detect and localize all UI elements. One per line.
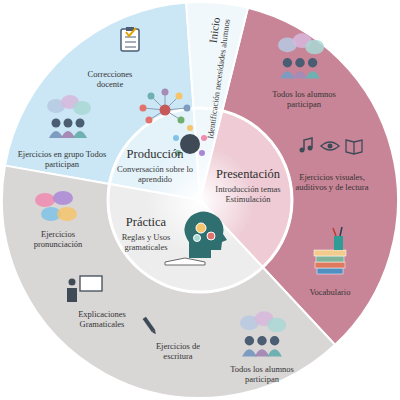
- people-icon: [52, 119, 61, 128]
- stage-quadrant: PrácticaReglas y Usos gramaticales: [106, 216, 186, 252]
- head-gears-icon: [165, 258, 205, 265]
- stage-quadrant: ProducciónConversación sobre lo aprendid…: [116, 148, 194, 184]
- stage-description: Conversación sobre lo aprendido: [116, 165, 194, 185]
- people-icon: [280, 71, 295, 78]
- media-icons: [321, 142, 339, 150]
- pencil-icon: [152, 330, 158, 336]
- head-gears-icon: [194, 235, 201, 242]
- people-icon: [245, 336, 254, 345]
- books-icon: [317, 268, 343, 274]
- activity-label: Ejercicios en grupo Todos participan: [12, 150, 112, 170]
- activity-label: Correcciones docente: [79, 70, 141, 90]
- head-gears-icon: [184, 211, 227, 258]
- head-gears-icon: [199, 150, 205, 156]
- network-icon: [162, 89, 169, 96]
- clipboard-icon: [125, 42, 136, 43]
- pencil-icon: [143, 317, 155, 332]
- pencil-icon: [143, 317, 158, 336]
- people-icon: [267, 349, 282, 356]
- books-icon: [314, 250, 346, 256]
- network-icon: [178, 117, 185, 124]
- people-icon: [73, 101, 91, 115]
- teacher-board-icon: [67, 288, 77, 302]
- books-icon: [333, 228, 336, 236]
- people-icon: [305, 71, 320, 78]
- people-icon: [73, 131, 87, 138]
- clipboard-icon: [121, 27, 139, 51]
- speech-bubbles: [35, 193, 55, 207]
- network-icon: [140, 89, 191, 124]
- media-icons: [304, 138, 312, 150]
- teacher-board-icon: [80, 276, 102, 291]
- head-gears-icon: [196, 223, 206, 233]
- activity-label: Vocabulario: [295, 288, 365, 298]
- activity-label: Todos los alumnos participan: [263, 90, 345, 110]
- people-icon: [49, 131, 63, 138]
- speech-bubbles: [53, 191, 73, 205]
- people-icon: [240, 311, 286, 356]
- stage-quadrant: PresentaciónIntroducción temas Estimulac…: [210, 168, 286, 204]
- media-icons: [300, 138, 363, 154]
- inner-ring: [108, 108, 292, 292]
- speech-bubbles: [57, 207, 77, 221]
- media-icons: [346, 140, 362, 154]
- media-icons: [308, 146, 313, 151]
- people-icon: [257, 336, 266, 345]
- teacher-board-icon: [69, 279, 76, 286]
- stage-heading: Producción: [116, 148, 194, 162]
- people-icon: [255, 349, 270, 356]
- teacher-board-icon: [67, 276, 102, 302]
- stage-description: Reglas y Usos gramaticales: [106, 233, 186, 253]
- books-icon: [316, 256, 344, 262]
- head-gears-icon: [173, 135, 179, 141]
- people-icon: [267, 318, 286, 333]
- network-icon: [184, 105, 191, 112]
- people-icon: [61, 131, 75, 138]
- books-icon: [314, 227, 346, 274]
- activity-label: Explicaciones Gramaticales: [66, 310, 138, 330]
- stage-heading: Presentación: [210, 168, 286, 182]
- stage-heading: Práctica: [106, 216, 186, 230]
- people-icon: [242, 349, 257, 356]
- people-icon: [76, 119, 85, 128]
- speech-bubbles: [35, 191, 77, 221]
- network-icon: [160, 105, 171, 116]
- network-icon: [146, 117, 153, 124]
- clipboard-icon: [126, 28, 136, 36]
- network-icon: [140, 105, 147, 112]
- clipboard-icon: [125, 37, 136, 38]
- people-icon: [64, 119, 73, 128]
- books-icon: [334, 236, 343, 250]
- people-icon: [308, 58, 317, 67]
- activity-label: Ejercicios de escritura: [147, 342, 209, 362]
- people-icon: [283, 58, 292, 67]
- people-icon: [278, 33, 324, 78]
- books-icon: [340, 227, 342, 236]
- people-icon: [47, 95, 91, 138]
- activity-label: Ejercicios visuales, auditivos y de lect…: [295, 173, 369, 193]
- people-icon: [305, 40, 324, 55]
- activity-label: Ejercicios pronunciación: [26, 230, 90, 250]
- head-gears-icon: [165, 211, 227, 265]
- produccion-sector: [5, 2, 194, 184]
- network-icon: [148, 93, 155, 100]
- head-gears-icon: [207, 232, 215, 240]
- media-icons: [300, 148, 305, 153]
- head-gears-icon: [187, 125, 193, 131]
- media-icons: [328, 144, 333, 149]
- people-icon: [295, 58, 304, 67]
- clipboard-icon: [125, 47, 136, 48]
- stage-description: Introducción temas Estimulación: [210, 185, 286, 205]
- people-icon: [270, 336, 279, 345]
- activity-label: Todos los alumnos participan: [221, 365, 303, 385]
- network-icon: [176, 93, 183, 100]
- books-icon: [315, 262, 345, 268]
- clipboard-icon: [121, 29, 139, 51]
- people-icon: [293, 71, 308, 78]
